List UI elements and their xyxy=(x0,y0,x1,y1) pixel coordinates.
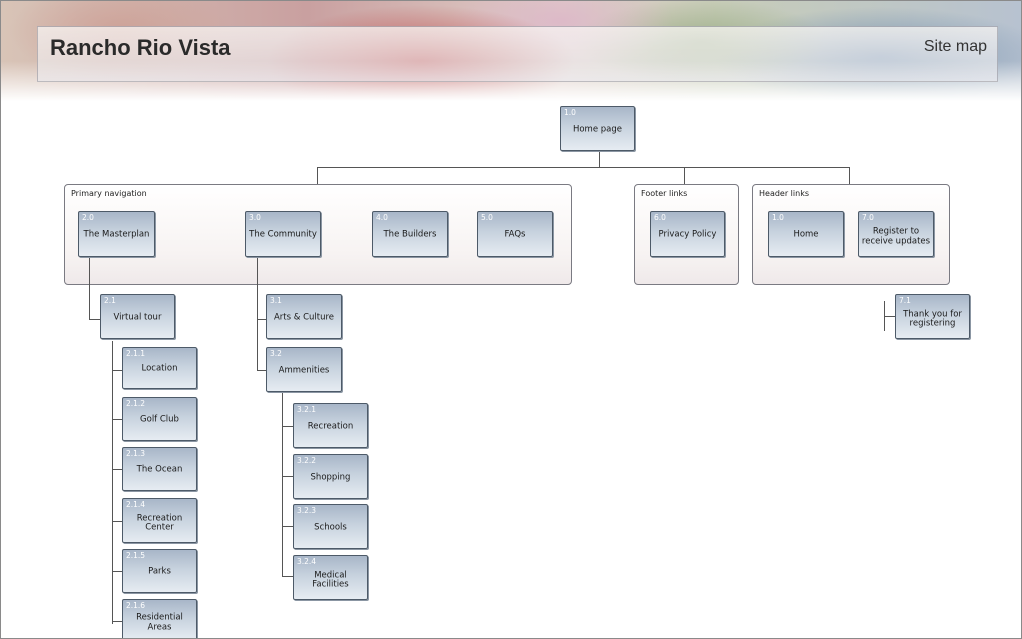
connector-line xyxy=(112,341,113,624)
node-number: 3.2.4 xyxy=(297,557,317,566)
node-label: The Builders xyxy=(383,229,437,240)
node-number: 2.1.3 xyxy=(126,449,146,458)
node-register[interactable]: 7.0 Register to receive updates xyxy=(858,211,934,257)
connector-line xyxy=(282,426,293,427)
node-label: Residential Areas xyxy=(136,612,183,632)
node-number: 2.1 xyxy=(104,296,116,305)
connector-line xyxy=(884,316,895,317)
node-virtual-tour[interactable]: 2.1 Virtual tour xyxy=(100,294,175,339)
node-home-page[interactable]: 1.0 Home page xyxy=(560,106,635,151)
node-number: 5.0 xyxy=(481,213,493,222)
node-the-masterplan[interactable]: 2.0 The Masterplan xyxy=(78,211,155,257)
node-number: 2.1.4 xyxy=(126,500,146,509)
node-number: 2.1.1 xyxy=(126,349,146,358)
node-label: Schools xyxy=(314,522,347,533)
node-number: 2.1.6 xyxy=(126,601,146,610)
group-label: Header links xyxy=(759,189,809,198)
node-the-builders[interactable]: 4.0 The Builders xyxy=(372,211,448,257)
node-number: 7.1 xyxy=(899,296,911,305)
connector-line xyxy=(112,521,123,522)
node-number: 6.0 xyxy=(654,213,666,222)
node-the-community[interactable]: 3.0 The Community xyxy=(245,211,321,257)
connector-line xyxy=(282,476,293,477)
connector-line xyxy=(317,167,849,168)
title-bar: Rancho Rio Vista Site map xyxy=(37,26,998,82)
node-number: 1.0 xyxy=(564,108,576,117)
node-label: Shopping xyxy=(310,472,351,483)
node-number: 7.0 xyxy=(862,213,874,222)
node-number: 2.1.5 xyxy=(126,551,146,560)
connector-line xyxy=(257,256,258,370)
node-number: 2.0 xyxy=(82,213,94,222)
node-residential-areas[interactable]: 2.1.6 Residential Areas xyxy=(122,599,197,638)
node-number: 3.0 xyxy=(249,213,261,222)
node-number: 1.0 xyxy=(772,213,784,222)
node-arts-culture[interactable]: 3.1 Arts & Culture xyxy=(266,294,342,339)
node-number: 3.2.3 xyxy=(297,506,317,515)
connector-line xyxy=(282,576,293,577)
node-label: Privacy Policy xyxy=(658,229,717,240)
node-the-ocean[interactable]: 2.1.3 The Ocean xyxy=(122,447,197,491)
site-title: Rancho Rio Vista xyxy=(50,35,231,60)
connector-line xyxy=(89,319,101,320)
node-ammenities[interactable]: 3.2 Ammenities xyxy=(266,347,342,392)
connector-line xyxy=(282,392,283,576)
node-number: 3.1 xyxy=(270,296,282,305)
node-label: FAQs xyxy=(504,229,526,240)
connector-line xyxy=(684,167,685,185)
node-recreation-center[interactable]: 2.1.4 Recreation Center xyxy=(122,498,197,543)
connector-line xyxy=(112,419,123,420)
node-location[interactable]: 2.1.1 Location xyxy=(122,347,197,389)
node-label: Virtual tour xyxy=(113,312,162,323)
node-label: Register to receive updates xyxy=(861,226,931,246)
node-label: Medical Facilities xyxy=(312,569,349,590)
connector-line xyxy=(317,167,318,185)
group-label: Primary navigation xyxy=(71,189,147,198)
node-label: Location xyxy=(141,363,178,374)
page-label: Site map xyxy=(923,38,987,55)
node-thank-you[interactable]: 7.1 Thank you for registering xyxy=(895,294,970,339)
connector-line xyxy=(112,370,123,371)
connector-line xyxy=(112,469,123,470)
group-label: Footer links xyxy=(641,189,688,198)
node-label: Ammenities xyxy=(278,365,330,376)
node-medical-facilities[interactable]: 3.2.4 Medical Facilities xyxy=(293,555,368,600)
node-schools[interactable]: 3.2.3 Schools xyxy=(293,504,368,549)
node-faqs[interactable]: 5.0 FAQs xyxy=(477,211,553,257)
connector-line xyxy=(849,167,850,185)
node-golf-club[interactable]: 2.1.2 Golf Club xyxy=(122,397,197,441)
node-label: Parks xyxy=(148,566,171,577)
node-label: Thank you for registering xyxy=(903,308,962,329)
node-label: Arts & Culture xyxy=(273,312,335,323)
node-shopping[interactable]: 3.2.2 Shopping xyxy=(293,454,368,499)
connector-line xyxy=(112,571,123,572)
connector-line xyxy=(257,319,267,320)
node-number: 3.2 xyxy=(270,349,282,358)
connector-line xyxy=(112,621,123,622)
node-header-home[interactable]: 1.0 Home xyxy=(768,211,844,257)
connector-line xyxy=(282,526,293,527)
node-parks[interactable]: 2.1.5 Parks xyxy=(122,549,197,593)
node-number: 3.2.2 xyxy=(297,456,317,465)
node-label: Recreation Center xyxy=(136,512,183,533)
node-recreation[interactable]: 3.2.1 Recreation xyxy=(293,403,368,448)
node-number: 2.1.2 xyxy=(126,399,146,408)
node-label: Golf Club xyxy=(140,414,179,425)
node-label: The Ocean xyxy=(136,464,183,475)
connector-line xyxy=(257,370,267,371)
connector-line xyxy=(89,256,90,319)
node-label: Home page xyxy=(572,124,623,135)
node-number: 4.0 xyxy=(376,213,388,222)
node-label: The Masterplan xyxy=(83,229,150,240)
node-label: Recreation xyxy=(307,421,354,432)
connector-line xyxy=(599,151,600,167)
node-number: 3.2.1 xyxy=(297,405,317,414)
node-label: Home xyxy=(793,229,819,240)
node-privacy-policy[interactable]: 6.0 Privacy Policy xyxy=(650,211,725,257)
node-label: The Community xyxy=(249,229,317,240)
